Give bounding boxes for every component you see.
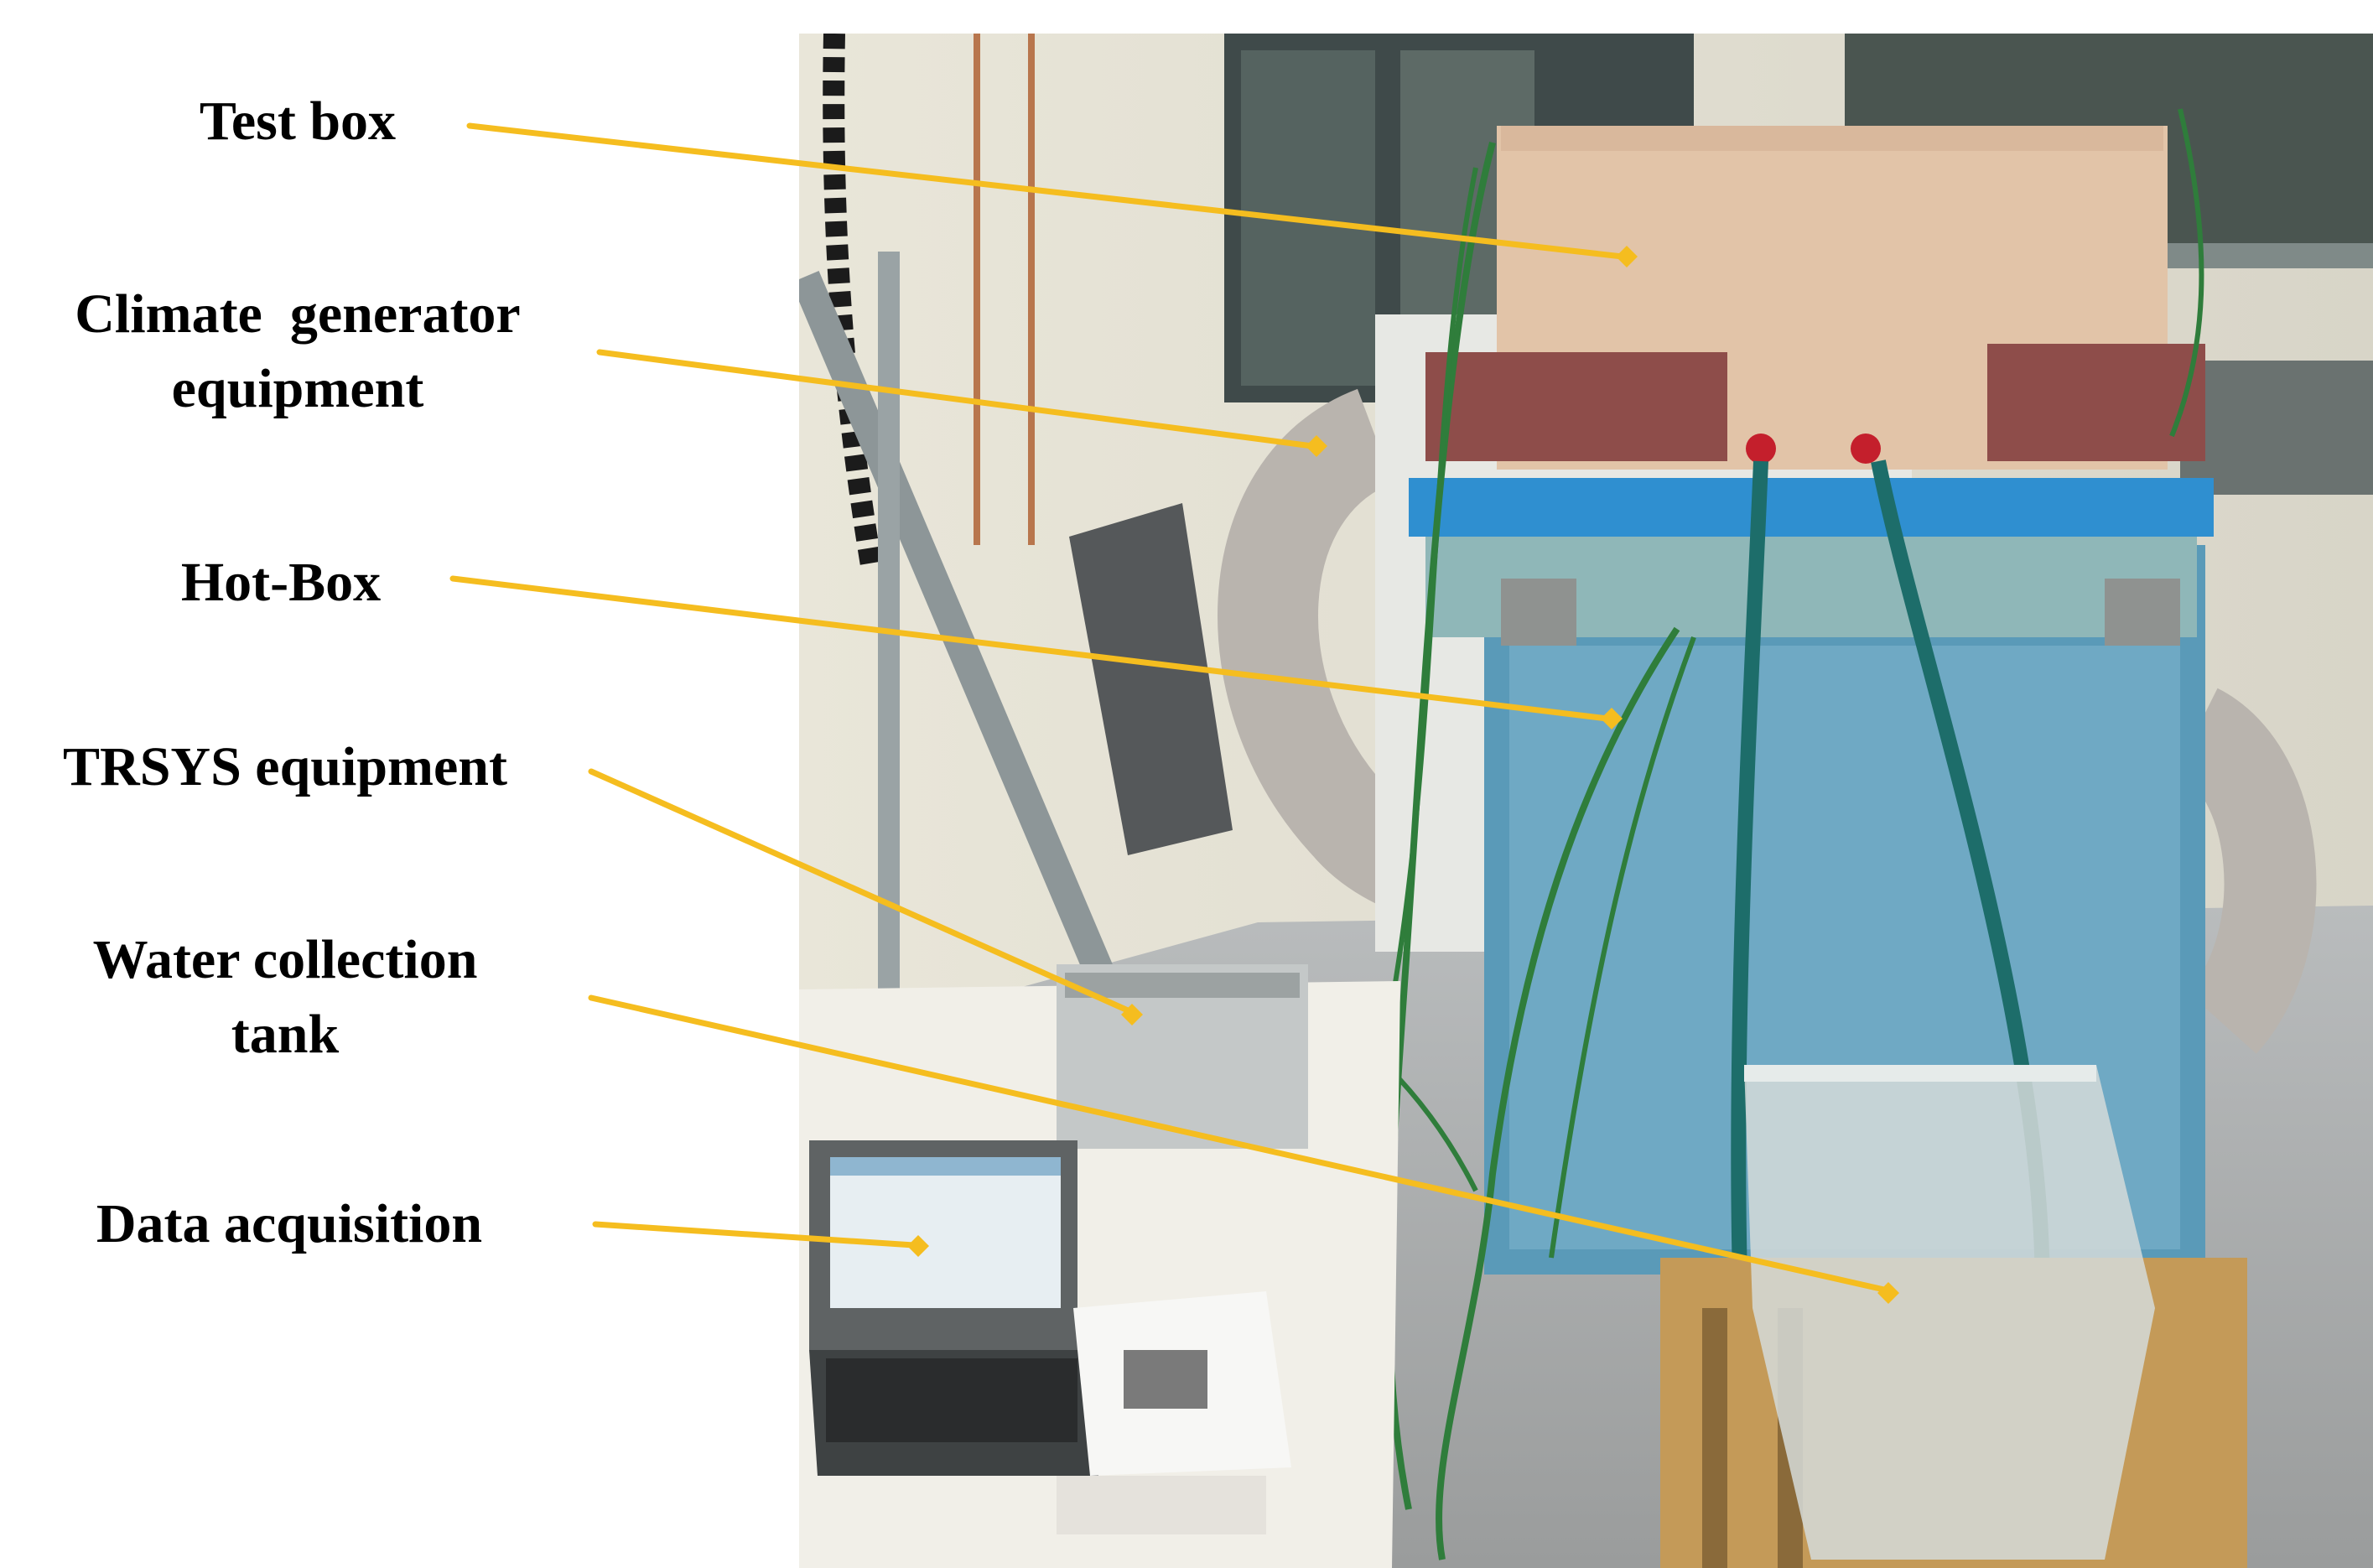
arrow-hot-box (449, 575, 1611, 722)
arrow-climate-generator (596, 349, 1316, 449)
arrow-head-climate-generator (1306, 435, 1327, 457)
arrow-head-trsys (1121, 1004, 1143, 1025)
label-climate-generator: Climate generator equipment (17, 277, 579, 426)
label-trsys-equipment-line-1: TRSYS equipment (63, 736, 507, 797)
label-test-box: Test box (143, 84, 453, 158)
arrow-test-box (466, 122, 1626, 260)
arrow-head-hot-box (1601, 708, 1623, 729)
arrow-trsys (588, 768, 1131, 1014)
arrow-data-acquisition (592, 1221, 917, 1249)
label-hot-box-line-1: Hot-Box (180, 552, 382, 613)
label-trsys-equipment: TRSYS equipment (8, 729, 562, 804)
label-climate-generator-line-2: equipment (171, 358, 424, 420)
arrow-head-data-acquisition (907, 1235, 929, 1257)
arrow-head-test-box (1616, 246, 1638, 267)
label-climate-generator-line-1: Climate generator (75, 283, 521, 345)
arrow-head-water-tank (1877, 1282, 1899, 1304)
label-test-box-line-1: Test box (199, 91, 397, 152)
annotation-arrows (449, 122, 1899, 1304)
label-data-acquisition-line-1: Data acquisition (96, 1193, 483, 1254)
arrow-water-tank (588, 994, 1887, 1293)
label-data-acquisition: Data acquisition (25, 1186, 553, 1261)
label-water-collection-tank-line-1: Water collection (92, 929, 478, 990)
label-hot-box: Hot-Box (134, 545, 428, 620)
label-water-collection-tank-line-2: tank (231, 1004, 340, 1066)
photo-content (799, 34, 2373, 1568)
label-water-collection-tank: Water collection tank (34, 922, 537, 1072)
